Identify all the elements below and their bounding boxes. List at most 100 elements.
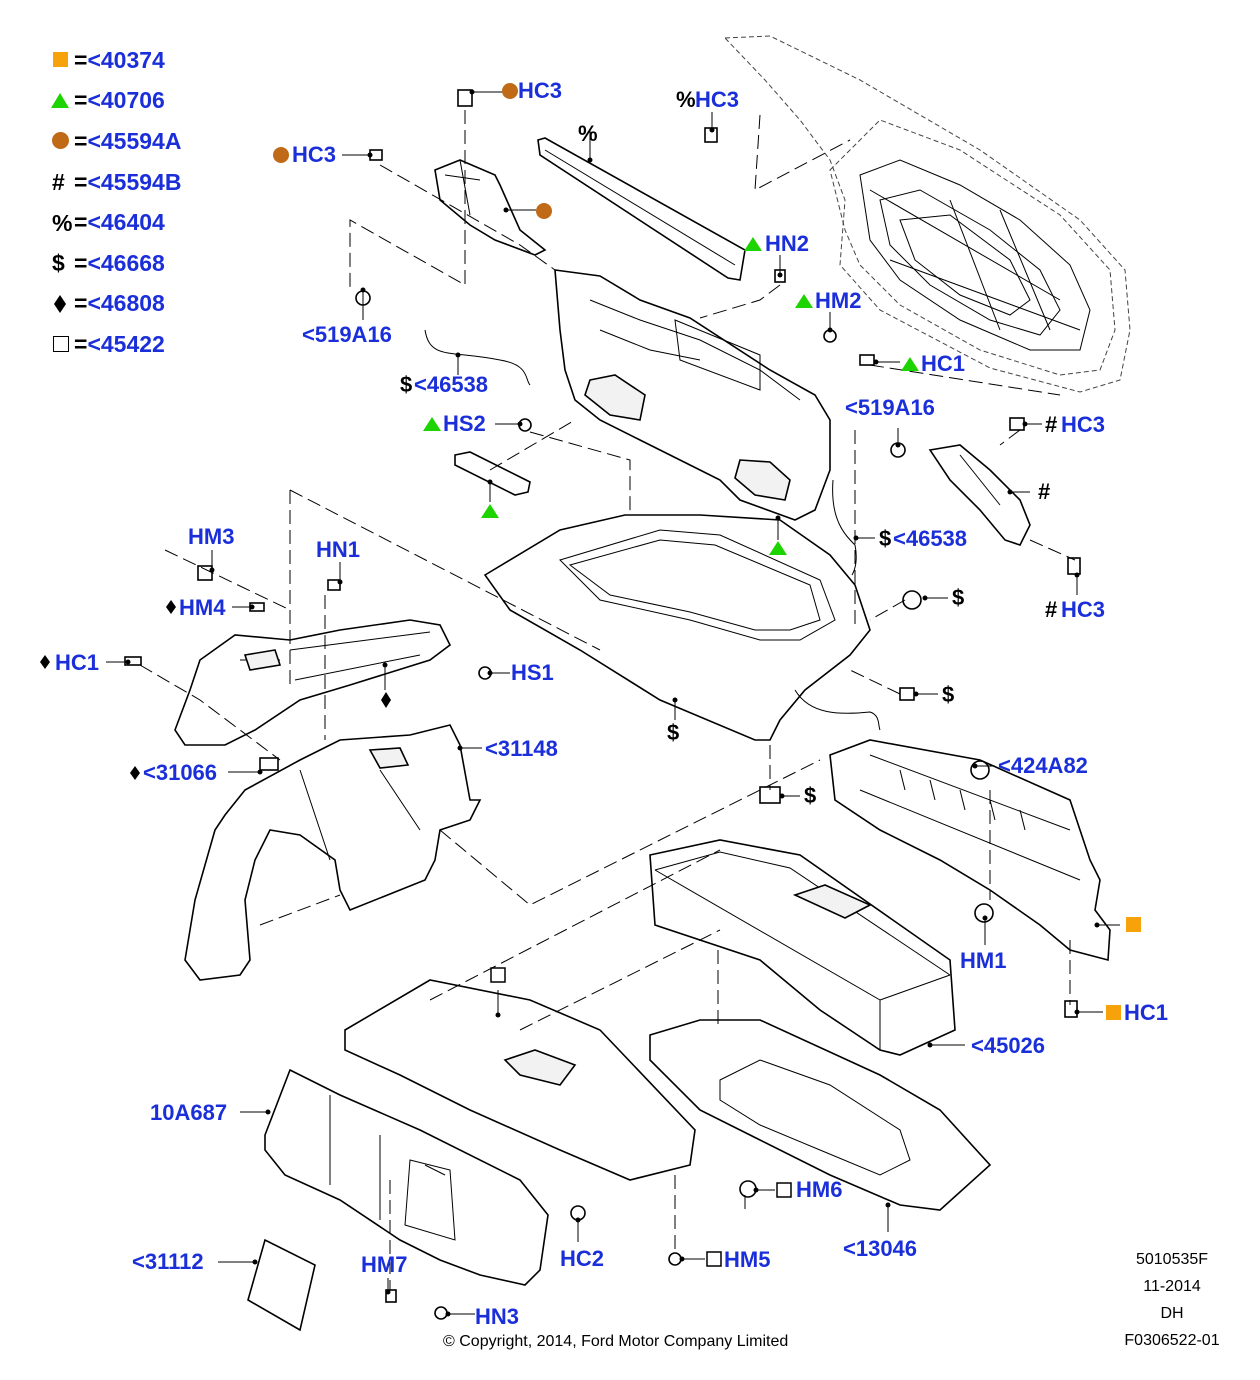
label-hm6: HM6 <box>796 1177 843 1202</box>
legend-code: <45594B <box>87 168 182 195</box>
reference-date: 11-2014 <box>1143 1278 1201 1295</box>
label-hc2: HC2 <box>560 1246 605 1271</box>
dollar-symbol: $ <box>667 720 680 745</box>
legend-equals: = <box>74 290 88 317</box>
brown-circle-icon <box>50 131 72 151</box>
diamond-marker <box>166 600 176 614</box>
legend-row: = <45594A <box>50 121 181 162</box>
hash-symbol: # <box>1038 479 1051 504</box>
legend-code: <40374 <box>87 46 165 73</box>
diamond-icon <box>50 294 72 314</box>
outline-square-marker <box>706 1251 722 1267</box>
label-31112: <31112 <box>132 1249 204 1274</box>
outline-square-marker <box>490 967 506 983</box>
pillar-trim-left <box>434 159 547 256</box>
label-hm2: HM2 <box>815 288 862 313</box>
legend-code: <40706 <box>87 87 165 114</box>
load-floor <box>344 979 696 1181</box>
label-519a16: <519A16 <box>302 322 392 347</box>
label-hs2: HS2 <box>443 411 486 436</box>
scuff-plate <box>829 739 1111 962</box>
outline-square-marker <box>776 1182 792 1198</box>
label-hm5: HM5 <box>724 1247 771 1272</box>
green-triangle-marker <box>481 504 499 518</box>
legend-equals: = <box>74 127 88 154</box>
access-cover <box>247 1238 316 1332</box>
label-hc1: HC1 <box>55 650 100 675</box>
symbol-legend: = <40374 = <40706 = <45594A # = <45594B … <box>50 40 181 365</box>
inline-markers <box>40 83 1141 1267</box>
hash-icon: # <box>52 169 65 196</box>
dollar-symbol: $ <box>400 372 413 397</box>
legend-code: <46668 <box>87 249 165 276</box>
legend-row: = <46808 <box>50 284 181 325</box>
legend-row: = <45422 <box>50 324 181 365</box>
quarter-trim-lower-left <box>184 724 482 981</box>
figure-number: F0306522-01 <box>1124 1332 1220 1349</box>
orange-square-marker <box>1126 917 1141 932</box>
green-triangle-marker <box>744 237 762 251</box>
orange-square-marker <box>1106 1005 1121 1020</box>
green-triangle-marker <box>769 541 787 555</box>
dollar-symbol: $ <box>952 585 965 610</box>
rear-shelf <box>483 514 871 741</box>
label-hm7: HM7 <box>361 1252 408 1277</box>
reference-model: DH <box>1160 1305 1184 1322</box>
dollar-icon: $ <box>52 250 65 277</box>
brown-circle-marker <box>536 203 552 219</box>
label-hc3: HC3 <box>292 142 337 167</box>
label-519a16: <519A16 <box>845 395 935 420</box>
label-hm4: HM4 <box>179 595 226 620</box>
legend-row: $ = <46668 <box>50 243 181 284</box>
hash-symbol: # <box>1045 412 1058 437</box>
brown-circle-marker <box>273 147 289 163</box>
label-hc1: HC1 <box>1124 1000 1169 1025</box>
label-10a687: 10A687 <box>150 1100 228 1125</box>
back-panel-trim <box>264 1068 549 1286</box>
label-hn3: HN3 <box>475 1304 520 1329</box>
handle <box>454 451 531 496</box>
percent-icon: % <box>52 209 73 236</box>
package-tray-trim <box>554 269 831 521</box>
label-hm3: HM3 <box>188 524 235 549</box>
hash-symbol: # <box>1045 597 1058 622</box>
floor-mat <box>649 1019 992 1211</box>
legend-code: <45422 <box>87 330 165 357</box>
green-triangle-icon <box>50 91 72 111</box>
legend-code: <46808 <box>87 290 165 317</box>
label-424a82: <424A82 <box>998 753 1088 778</box>
legend-equals: = <box>74 46 88 73</box>
diamond-marker <box>40 655 50 669</box>
pillar-trim-right <box>928 444 1031 546</box>
upper-garnish-strip <box>537 137 746 281</box>
legend-equals: = <box>74 330 88 357</box>
reference-code: 5010535F <box>1135 1251 1209 1268</box>
label-hc3: HC3 <box>1061 597 1106 622</box>
quarter-trim-upper-left <box>174 619 452 746</box>
label-hc3: HC3 <box>1061 412 1106 437</box>
label-hn2: HN2 <box>765 231 810 256</box>
green-triangle-marker <box>901 357 919 371</box>
percent-symbol: % <box>676 87 696 112</box>
legend-row: % = <46404 <box>50 202 181 243</box>
label-hc1: HC1 <box>921 351 966 376</box>
leader-lines <box>106 89 1120 1317</box>
wire-harness-shelf <box>794 689 881 731</box>
legend-row: # = <45594B <box>50 162 181 203</box>
legend-row: = <40374 <box>50 40 181 81</box>
legend-equals: = <box>74 249 88 276</box>
copyright-notice: © Copyright, 2014, Ford Motor Company Li… <box>443 1333 789 1350</box>
brown-circle-marker <box>502 83 518 99</box>
diamond-marker <box>130 766 140 780</box>
diamond-marker <box>381 692 391 708</box>
legend-row: = <40706 <box>50 81 181 122</box>
green-triangle-marker <box>423 417 441 431</box>
label-46538: <46538 <box>893 526 968 551</box>
label-31148: <31148 <box>485 736 558 761</box>
label-hs1: HS1 <box>511 660 554 685</box>
outline-square-icon <box>50 334 72 354</box>
wire-harness-right <box>832 479 857 576</box>
label-hc3: HC3 <box>518 78 563 103</box>
